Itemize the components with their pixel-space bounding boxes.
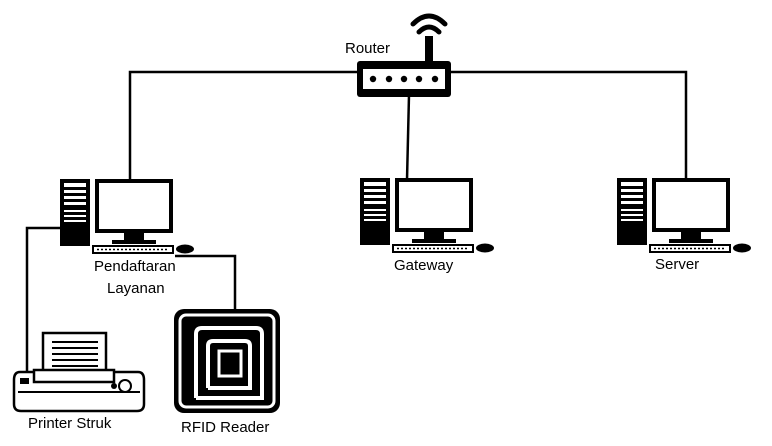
rfid-node: RFID Reader	[174, 309, 280, 436]
rfid-tag-icon	[174, 309, 280, 413]
edge-registration-rfid	[175, 254, 237, 312]
edge-router-registration	[128, 70, 360, 180]
rfid-label: RFID Reader	[181, 419, 269, 436]
edge-router-gateway	[405, 94, 411, 181]
router-label: Router	[345, 40, 390, 57]
desktop-computer-icon	[616, 177, 752, 254]
edge-registration-printer	[25, 226, 60, 372]
gateway-node: Gateway	[359, 177, 495, 274]
registration-node: Pendaftaran Layanan	[59, 178, 195, 297]
printer-label: Printer Struk	[28, 415, 112, 432]
gateway-label: Gateway	[394, 257, 454, 274]
registration-label-line1: Pendaftaran	[94, 258, 176, 275]
server-label: Server	[655, 256, 699, 273]
printer-icon	[12, 331, 146, 413]
registration-label-line2: Layanan	[107, 280, 165, 297]
router-icon	[357, 13, 451, 97]
printer-node: Printer Struk	[12, 331, 146, 432]
edge-router-server	[450, 70, 688, 180]
connection-lines	[25, 70, 688, 372]
desktop-computer-icon	[359, 177, 495, 254]
server-node: Server	[616, 177, 752, 273]
router-node: Router	[345, 13, 451, 97]
desktop-computer-icon	[59, 178, 195, 255]
